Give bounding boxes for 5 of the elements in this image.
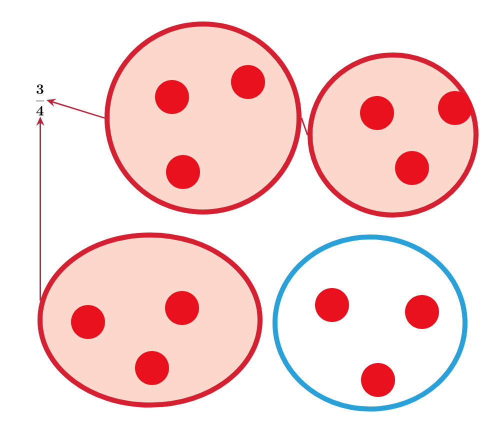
- dot-group-drawing: [272, 234, 468, 412]
- dot-group-drawing: [104, 22, 302, 214]
- dot-group-drawing: [308, 52, 478, 218]
- dot-group-drawing: [38, 232, 262, 408]
- fraction: $\frac{3}{4}$: [36, 84, 44, 116]
